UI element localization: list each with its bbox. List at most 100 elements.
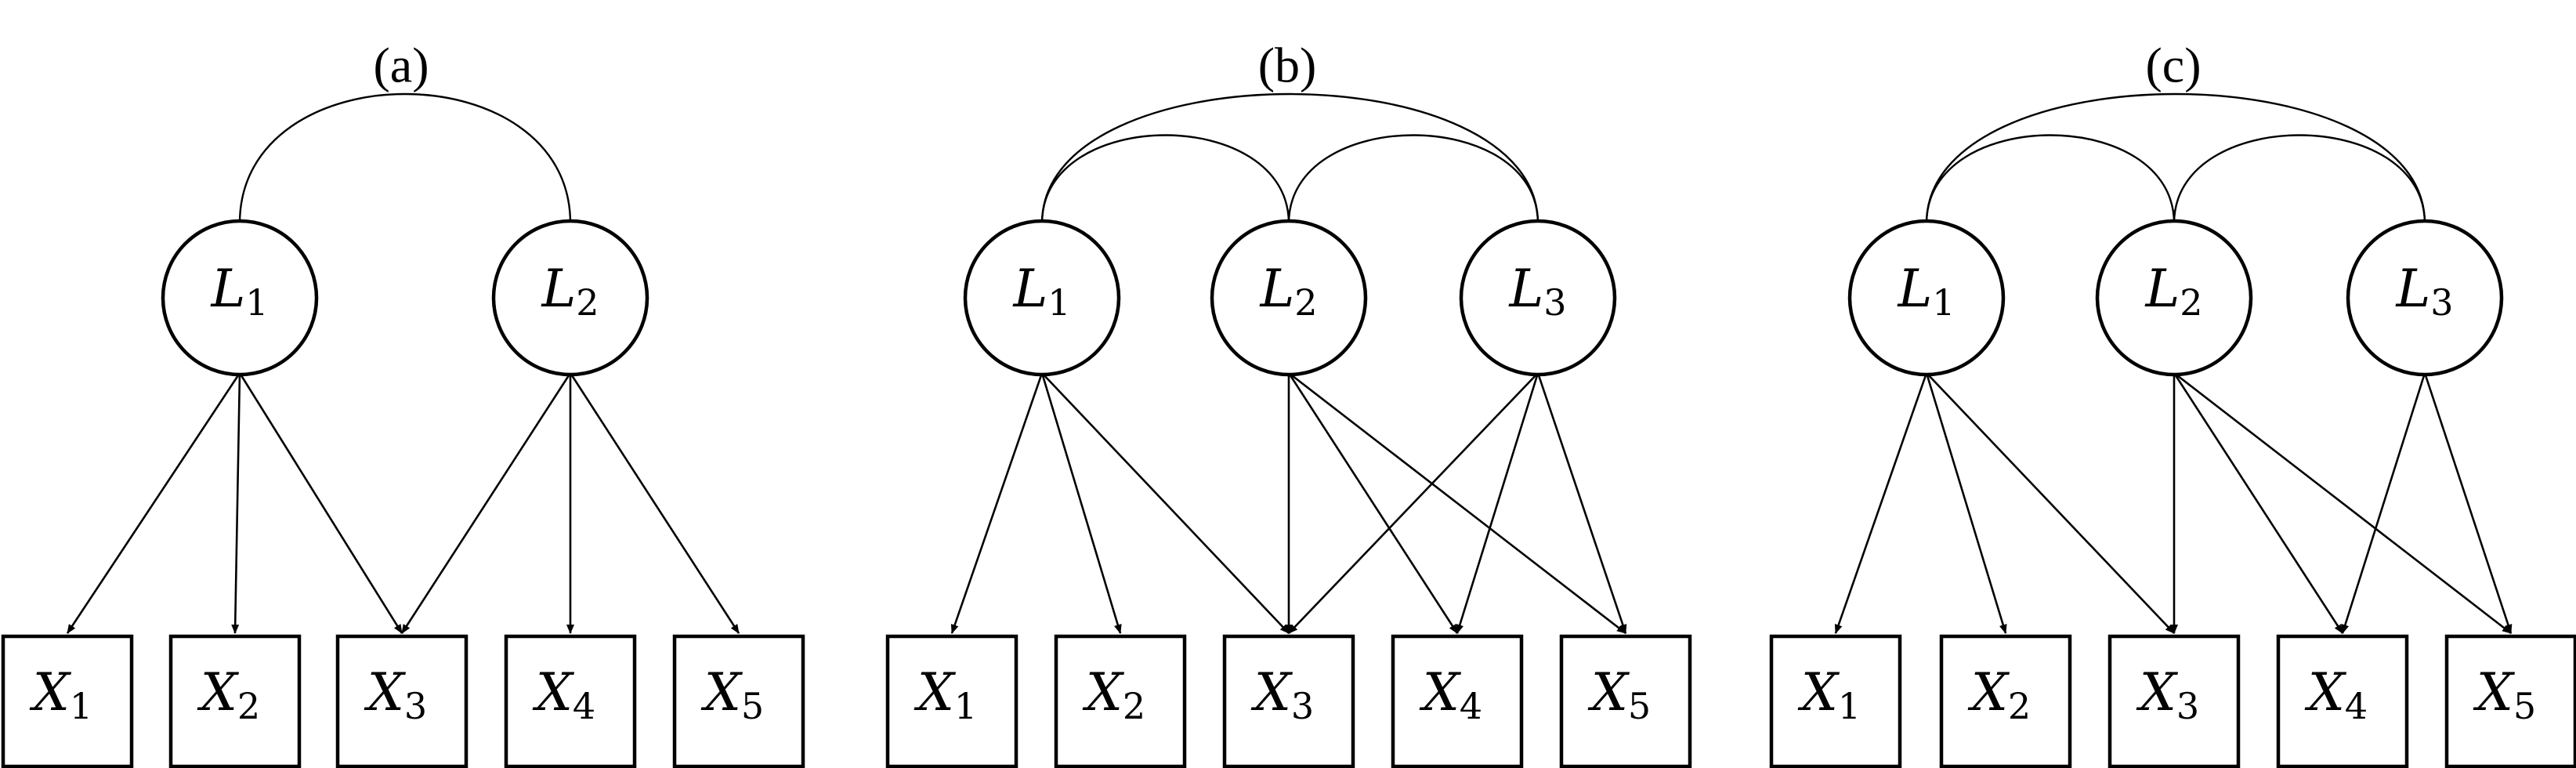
loading-L2-X5-b — [1288, 371, 1626, 635]
latent-circle — [491, 219, 649, 377]
loading-L1-X1-c — [1834, 372, 1928, 634]
manifest-node-X4-c: X4 — [2276, 634, 2409, 768]
latent-circle — [1459, 219, 1617, 377]
manifest-box — [2444, 634, 2576, 768]
manifest-label-subscript: 5 — [1628, 685, 1651, 727]
latent-label-letter: L — [1897, 259, 1932, 319]
latent-label-letter: L — [541, 259, 576, 319]
latent-label-subscript: 1 — [1047, 281, 1070, 324]
loading-L1-X3-b — [1041, 372, 1290, 634]
manifest-label: X4 — [2304, 662, 2368, 727]
latent-label-subscript: 1 — [245, 281, 268, 324]
latent-label-subscript: 2 — [2180, 281, 2202, 324]
manifest-label-letter: X — [700, 662, 743, 723]
loading-L1-X1-b — [950, 372, 1044, 634]
loading-L1-X2-a — [231, 372, 241, 634]
latent-label-subscript: 2 — [576, 281, 599, 324]
manifest-label-subscript: 5 — [2513, 685, 2536, 727]
panel-label-c: (c) — [2145, 38, 2201, 93]
latent-node-L2-a: L2 — [491, 219, 649, 377]
loading-L1-X3-a — [238, 372, 403, 634]
latent-label-letter: L — [1508, 259, 1543, 319]
manifest-box — [1391, 634, 1524, 768]
covariance-L1-L2-c — [1925, 134, 2176, 224]
manifest-label-letter: X — [2304, 662, 2347, 723]
latent-label-subscript: 3 — [2430, 281, 2453, 324]
latent-label: L2 — [541, 259, 599, 324]
manifest-label-letter: X — [1082, 662, 1125, 723]
latent-node-L2-b: L2 — [1210, 219, 1368, 377]
manifest-label-letter: X — [1250, 662, 1293, 723]
loading-layer — [66, 371, 2513, 635]
manifest-label: X3 — [1250, 662, 1314, 727]
loading-L3-X4-b — [1456, 372, 1539, 634]
latent-label-subscript: 3 — [1543, 281, 1566, 324]
manifest-label: X1 — [29, 662, 92, 727]
manifest-box — [885, 634, 1018, 768]
loading-L1-X2-b — [1040, 372, 1122, 634]
manifest-box — [1, 634, 134, 768]
latent-label-letter: L — [210, 259, 245, 319]
manifest-box — [672, 634, 805, 768]
manifest-label: X3 — [364, 662, 427, 727]
loading-L2-X5-c — [2173, 371, 2512, 635]
manifest-label-subscript: 2 — [1123, 685, 1145, 727]
manifest-label-subscript: 2 — [237, 685, 260, 727]
manifest-box — [1939, 634, 2072, 768]
manifest-node-X4-a: X4 — [504, 634, 637, 768]
manifest-label: X2 — [197, 662, 260, 727]
loading-L1-X3-c — [1926, 372, 2175, 634]
latent-label: L1 — [1012, 259, 1070, 324]
loading-L2-X4-c — [2173, 372, 2344, 634]
manifest-box — [2276, 634, 2409, 768]
manifest-label-subscript: 2 — [2008, 685, 2031, 727]
manifest-label-subscript: 3 — [404, 685, 427, 727]
manifest-label-letter: X — [2473, 662, 2516, 723]
manifest-node-X2-a: X2 — [168, 634, 302, 768]
latent-node-L1-b: L1 — [963, 219, 1121, 377]
latent-label: L1 — [1897, 259, 1955, 324]
loading-L1-X1-a — [66, 372, 241, 634]
manifest-label-letter: X — [197, 662, 240, 723]
latent-label: L3 — [2395, 259, 2453, 324]
latent-node-L3-b: L3 — [1459, 219, 1617, 377]
latent-label: L3 — [1508, 259, 1566, 324]
manifest-label: X5 — [2473, 662, 2536, 727]
manifest-label: X1 — [1797, 662, 1861, 727]
loading-L3-X5-c — [2423, 372, 2513, 634]
latent-circle — [1847, 219, 2006, 377]
manifest-label: X4 — [1419, 662, 1482, 727]
latent-circle — [2346, 219, 2504, 377]
manifest-node-X5-a: X5 — [672, 634, 805, 768]
manifest-label-subscript: 3 — [2176, 685, 2199, 727]
loading-L3-X3-b — [1288, 372, 1539, 634]
manifest-node-X1-c: X1 — [1769, 634, 1902, 768]
manifest-box — [1222, 634, 1355, 768]
latent-label-letter: L — [1012, 259, 1047, 319]
manifest-label: X4 — [532, 662, 595, 727]
manifest-label: X5 — [700, 662, 764, 727]
manifest-box — [1054, 634, 1187, 768]
manifest-box — [335, 634, 469, 768]
covariance-L2-L3-b — [1287, 134, 1539, 224]
manifest-label-letter: X — [29, 662, 72, 723]
panel-label-a: (a) — [373, 38, 429, 93]
manifest-label-letter: X — [1967, 662, 2010, 723]
latent-label-subscript: 2 — [1294, 281, 1317, 324]
manifest-label-subscript: 3 — [1291, 685, 1314, 727]
manifest-label-subscript: 5 — [741, 685, 764, 727]
loading-L2-X3-a — [400, 372, 572, 634]
covariance-L2-L3-c — [2173, 134, 2426, 224]
manifest-label-subscript: 1 — [70, 685, 92, 727]
loading-L3-X4-c — [2341, 372, 2426, 634]
latent-circle — [1210, 219, 1368, 377]
covariance-L1-L2-b — [1040, 134, 1290, 224]
manifest-label-subscript: 1 — [1838, 685, 1861, 727]
manifest-node-X2-c: X2 — [1939, 634, 2072, 768]
latent-label-letter: L — [2144, 259, 2180, 319]
manifest-label-subscript: 4 — [2345, 685, 2368, 727]
manifest-node-X5-b: X5 — [1559, 634, 1692, 768]
latent-circle — [161, 219, 319, 377]
manifest-label-letter: X — [914, 662, 957, 723]
